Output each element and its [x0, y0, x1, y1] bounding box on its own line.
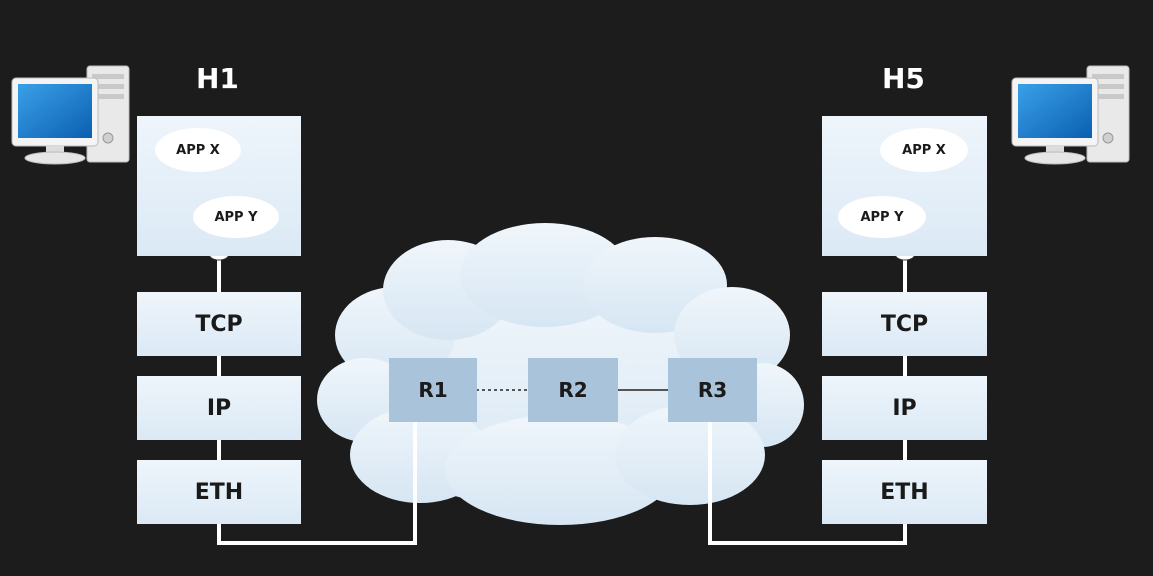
eth-layer-h5: ETH [822, 460, 987, 524]
router-r1: R1 [389, 358, 477, 422]
app-x-h1: APP X [155, 128, 241, 172]
router-r2: R2 [528, 358, 618, 422]
wire-right [708, 258, 907, 545]
computer-icon [11, 65, 130, 165]
ip-layer-h5: IP [822, 376, 987, 440]
app-y-h5: APP Y [838, 196, 926, 238]
host-label-h5: H5 [882, 62, 925, 95]
eth-layer-h1: ETH [137, 460, 301, 524]
tcp-layer-h5: TCP [822, 292, 987, 356]
host-label-h1: H1 [196, 62, 239, 95]
ip-layer-h1: IP [137, 376, 301, 440]
app-y-h1: APP Y [193, 196, 279, 238]
computer-icon [1011, 65, 1130, 165]
tcp-layer-h1: TCP [137, 292, 301, 356]
wire-left [217, 258, 417, 545]
router-r3: R3 [668, 358, 757, 422]
app-x-h5: APP X [880, 128, 968, 172]
